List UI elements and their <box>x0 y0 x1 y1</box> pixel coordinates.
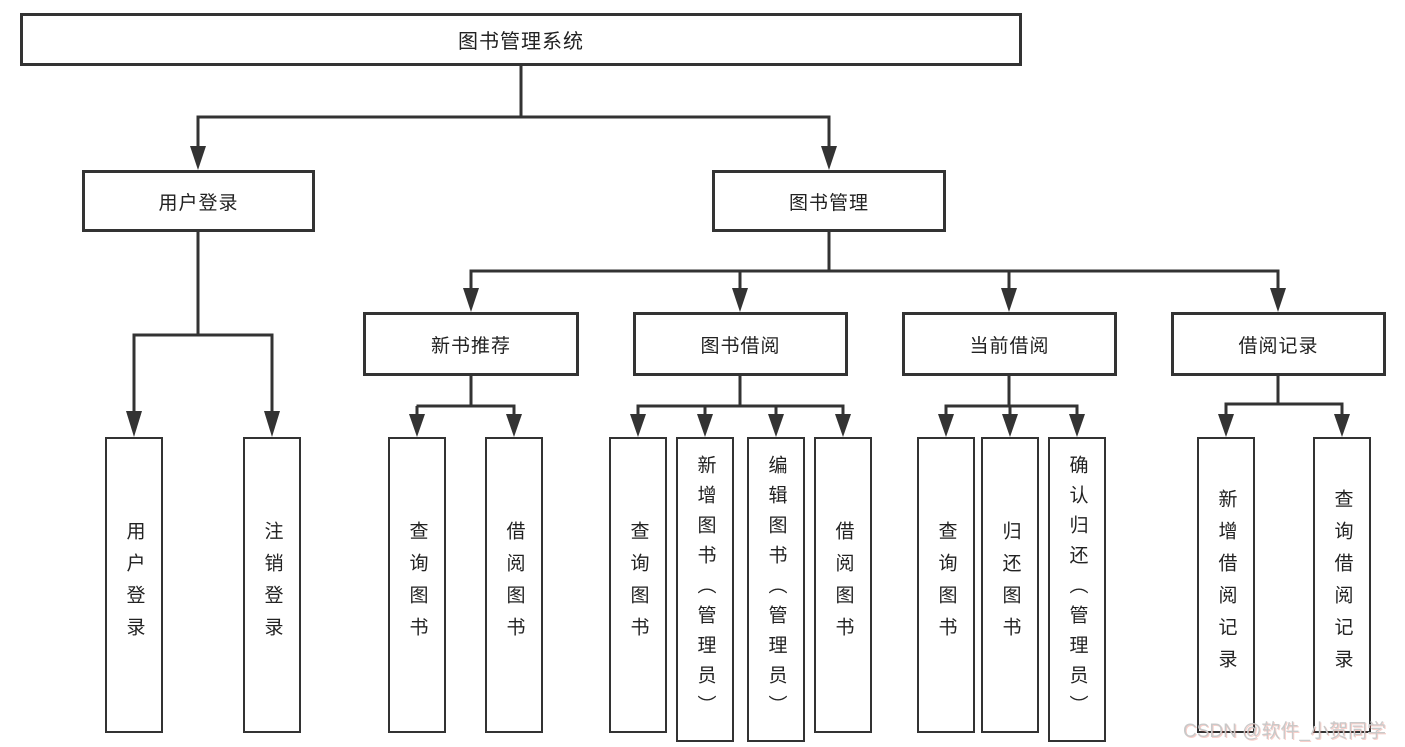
leaf-label: 查询图书 <box>627 521 649 649</box>
leaf-label: 注销登录 <box>261 521 283 649</box>
leaf-label: 借阅图书 <box>503 521 525 649</box>
node-new-book-recommendation: 新书推荐 <box>363 312 579 376</box>
node-book-borrowing: 图书借阅 <box>633 312 848 376</box>
leaf-label: 用户登录 <box>123 521 145 649</box>
leaf-label: 新增图书（管理员） <box>694 454 716 725</box>
node-current-borrowing: 当前借阅 <box>902 312 1117 376</box>
leaf-confirm-return-admin: 确认归还（管理员） <box>1048 437 1106 742</box>
node-label: 图书管理 <box>788 192 869 214</box>
leaf-label: 新增借阅记录 <box>1215 489 1237 681</box>
node-label: 新书推荐 <box>430 335 511 357</box>
node-user-login: 用户登录 <box>82 170 315 232</box>
leaf-label: 查询图书 <box>935 521 957 649</box>
node-borrowing-records: 借阅记录 <box>1171 312 1386 376</box>
node-book-management: 图书管理 <box>712 170 946 232</box>
leaf-label: 编辑图书（管理员） <box>765 454 787 725</box>
node-library-management-system: 图书管理系统 <box>20 13 1022 66</box>
watermark: CSDN @软件_小贺同学 <box>1183 721 1386 742</box>
node-label: 图书管理系统 <box>458 31 584 53</box>
leaf-user-login: 用户登录 <box>105 437 163 733</box>
leaf-borrow-books-recommend: 借阅图书 <box>485 437 543 733</box>
leaf-return-books: 归还图书 <box>981 437 1039 733</box>
leaf-query-books-borrowing: 查询图书 <box>609 437 667 733</box>
leaf-query-borrow-record: 查询借阅记录 <box>1313 437 1371 733</box>
node-label: 图书借阅 <box>700 335 781 357</box>
leaf-label: 归还图书 <box>999 521 1021 649</box>
node-label: 当前借阅 <box>969 335 1050 357</box>
leaf-label: 查询借阅记录 <box>1331 489 1353 681</box>
leaf-logout: 注销登录 <box>243 437 301 733</box>
leaf-borrow-books: 借阅图书 <box>814 437 872 733</box>
leaf-label: 查询图书 <box>406 521 428 649</box>
leaf-edit-book-admin: 编辑图书（管理员） <box>747 437 805 742</box>
node-label: 用户登录 <box>158 192 239 214</box>
leaf-add-book-admin: 新增图书（管理员） <box>676 437 734 742</box>
leaf-add-borrow-record: 新增借阅记录 <box>1197 437 1255 733</box>
leaf-label: 确认归还（管理员） <box>1066 454 1088 725</box>
node-label: 借阅记录 <box>1238 335 1319 357</box>
leaf-query-books-recommend: 查询图书 <box>388 437 446 733</box>
leaf-query-books-current: 查询图书 <box>917 437 975 733</box>
leaf-label: 借阅图书 <box>832 521 854 649</box>
